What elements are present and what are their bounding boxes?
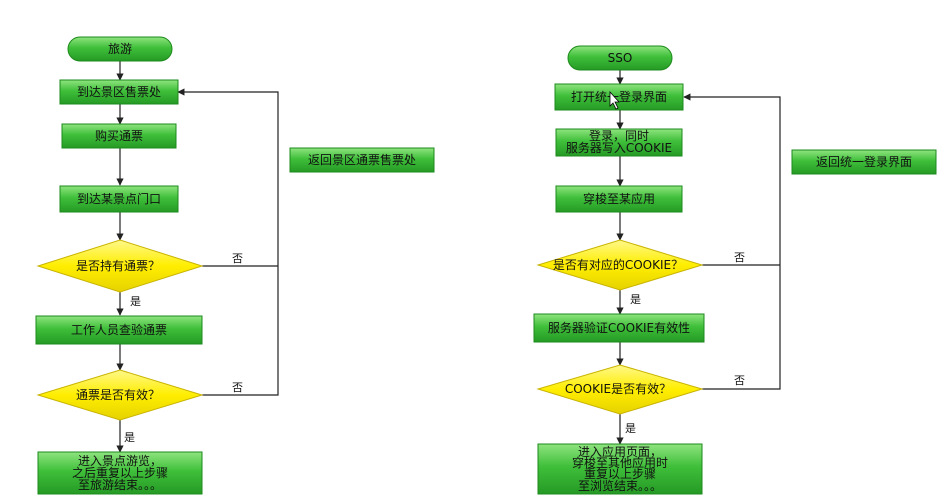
right-step-open-login [554,83,684,111]
left-end-line-3: 至旅游结束。。。 [78,478,162,492]
right-decision-cookie-valid [536,364,704,415]
left-step-gate [59,185,179,213]
right-return-label: 返回统一登录界面 [816,154,912,169]
left-end-line-1: 进入景点游览， [78,453,162,468]
right-start-terminal [567,45,673,71]
left-yes-label-2: 是 [124,431,135,444]
left-end-line-2: 之后重复以上步骤 [72,466,168,480]
left-return-box [289,147,435,173]
right-end-line-3: 重复以上步骤 [584,467,656,481]
right-step-login-cookie-line-1: 登录，同时 [589,128,649,143]
left-step-gate-label: 到达某景点门口 [77,191,161,206]
right-return-box [791,149,937,175]
left-decision-has-ticket [36,239,204,293]
left-step-staff-check [35,315,203,345]
left-no-label-2: 否 [232,381,243,394]
left-decision-valid [36,369,204,421]
left-end-box [37,451,203,495]
right-step-login-cookie-line-2: 服务器写入COOKIE [566,140,672,155]
right-no-label-2: 否 [734,374,745,387]
right-decision-cookie-valid-label: COOKIE是否有效？ [565,381,671,396]
left-step-buy-ticket [61,123,177,149]
right-end-line-4: 至浏览结束。。。 [578,478,662,493]
right-step-verify-cookie [533,313,705,343]
right-start-label: SSO [608,51,633,65]
right-step-verify-cookie-label: 服务器验证COOKIE有效性 [548,320,690,335]
right-step-login-cookie [555,128,683,157]
return-loop-line [177,88,279,396]
right-end-line-2: 穿梭至其他应用时 [572,455,668,470]
return-loop-line [683,93,781,390]
right-decision-has-cookie-label: 是否有对应的COOKIE？ [553,257,683,272]
left-step-buy-ticket-label: 购买通票 [95,128,143,143]
right-end-line-1: 进入应用页面， [578,444,662,459]
left-flow: 旅游 到达景区售票处 购买通票 到达某景点门口 是否持有通票？ 工作人员查验通票… [35,36,435,495]
left-step-ticket-office-label: 到达景区售票处 [77,84,161,99]
left-no-label-1: 否 [232,252,243,265]
right-step-shuttle [555,185,683,213]
right-step-shuttle-label: 穿梭至某应用 [583,191,655,206]
left-start-label: 旅游 [108,42,132,56]
left-step-staff-check-label: 工作人员查验通票 [71,322,167,337]
right-step-open-login-label: 打开统一登录界面 [571,89,667,104]
left-decision-has-ticket-label: 是否持有通票？ [76,258,160,273]
right-end-box [537,443,703,495]
right-yes-label-2: 是 [625,422,636,435]
left-start-terminal [67,36,173,62]
right-yes-label-1: 是 [630,293,641,306]
left-decision-valid-label: 通票是否有效？ [76,387,160,402]
right-flow: SSO 打开统一登录界面 登录，同时 服务器写入COOKIE 穿梭至某应用 是否… [533,45,937,495]
mouse-cursor-icon [609,90,620,110]
right-decision-has-cookie [536,239,704,291]
right-no-label-1: 否 [734,251,745,264]
left-step-ticket-office [59,79,179,105]
left-yes-label-1: 是 [130,295,141,308]
left-return-label: 返回景区通票售票处 [308,152,416,167]
